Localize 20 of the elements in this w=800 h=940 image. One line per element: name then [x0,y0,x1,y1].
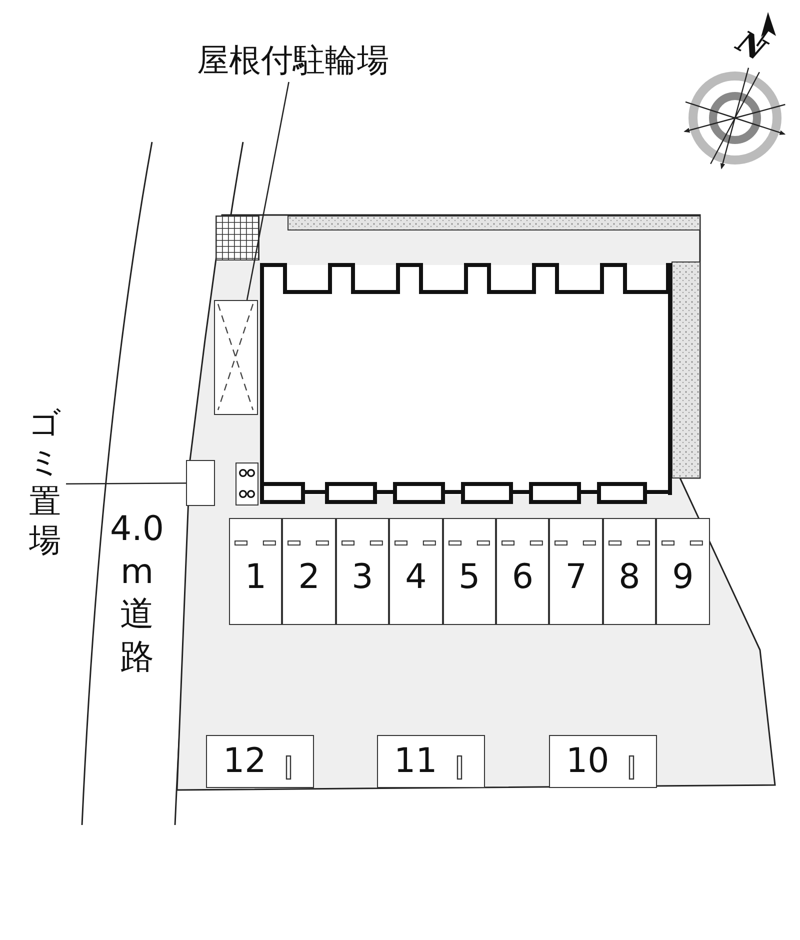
road-label: 4.0m道路 [108,508,166,678]
garbage-area [186,460,215,506]
parking-space: 10 [549,735,657,788]
north-label: N [731,27,770,67]
parking-space: 12 [206,735,314,788]
parking-space: 11 [377,735,485,788]
callout-label: 屋根付駐輪場 [168,38,418,82]
parking-space: 4 [389,518,443,625]
leader-line [246,82,290,300]
parking-space: 7 [549,518,603,625]
parking-space: 3 [336,518,390,625]
bike-parking-area [214,300,258,415]
parking-space: 9 [656,518,710,625]
parking-space: 8 [602,518,656,625]
callout-label: ゴミ置場 [24,404,66,564]
parking-space: 5 [442,518,496,625]
parking-space: 6 [496,518,550,625]
parking-space: 1 [229,518,282,625]
leader-line [66,482,186,485]
parking-space: 2 [282,518,336,625]
